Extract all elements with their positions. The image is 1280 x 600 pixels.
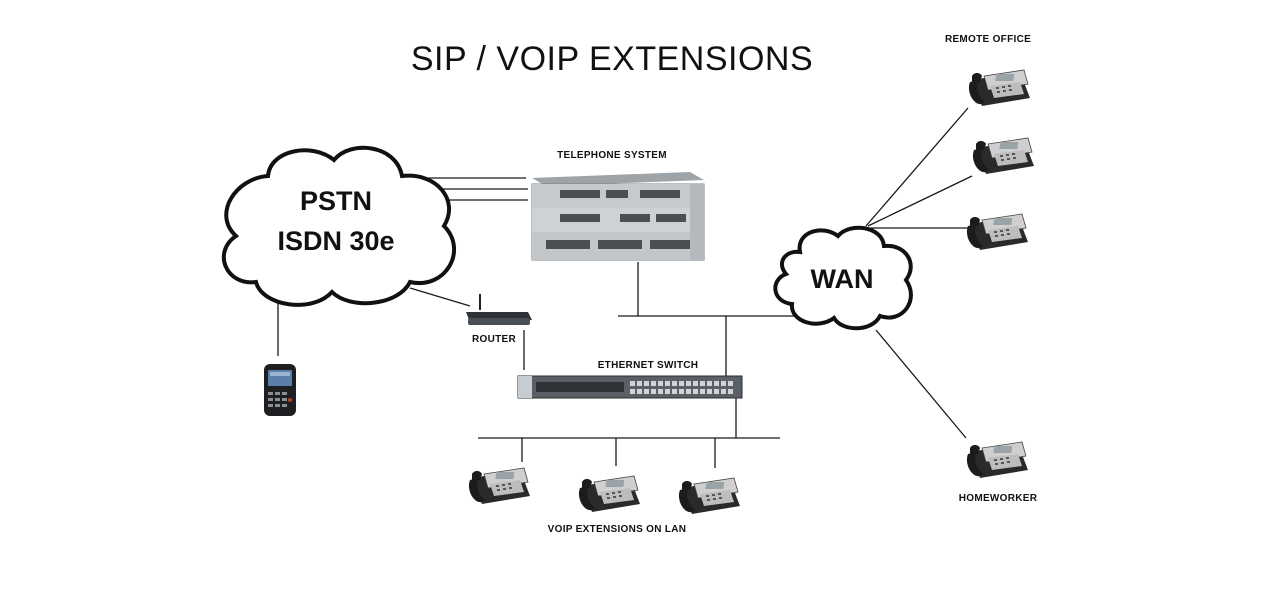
lan-desk-phone-icon [468,467,531,505]
remote-office-desk-phone-icon [972,137,1035,175]
wan-remote-line [865,107,969,227]
router-label: ROUTER [472,334,516,345]
homeworker-desk-phone-icon [966,441,1029,479]
mobile-phone-icon [264,364,296,416]
router-icon: ROUTER [466,294,532,345]
wan-homeworker-line [875,329,967,439]
telephone-system-label: TELEPHONE SYSTEM [557,150,667,161]
wan-cloud: WAN [773,225,913,331]
remote-office-desk-phone-icon [966,213,1029,251]
lan-desk-phone-icon [578,475,641,513]
wan-remote-line [867,175,973,227]
homeworker-label: HOMEWORKER [959,493,1038,504]
remote-office-desk-phone-icon [968,69,1031,107]
ethernet-switch-icon: ETHERNET SWITCH [517,360,743,399]
wan-label: WAN [811,264,874,294]
voip-extensions-label: VOIP EXTENSIONS ON LAN [548,524,687,535]
pstn-cloud: PSTN ISDN 30e [222,145,457,307]
diagram-title: SIP / VOIP EXTENSIONS [411,40,813,78]
pstn-label: PSTN [300,186,372,216]
connection-lines [277,107,973,468]
ethernet-switch-label: ETHERNET SWITCH [598,360,699,371]
isdn-label: ISDN 30e [277,226,394,256]
remote-office-label: REMOTE OFFICE [945,34,1031,45]
pstn-router-line [409,287,471,307]
lan-desk-phone-icon [678,477,741,515]
telephone-system-icon: TELEPHONE SYSTEM [531,150,705,261]
